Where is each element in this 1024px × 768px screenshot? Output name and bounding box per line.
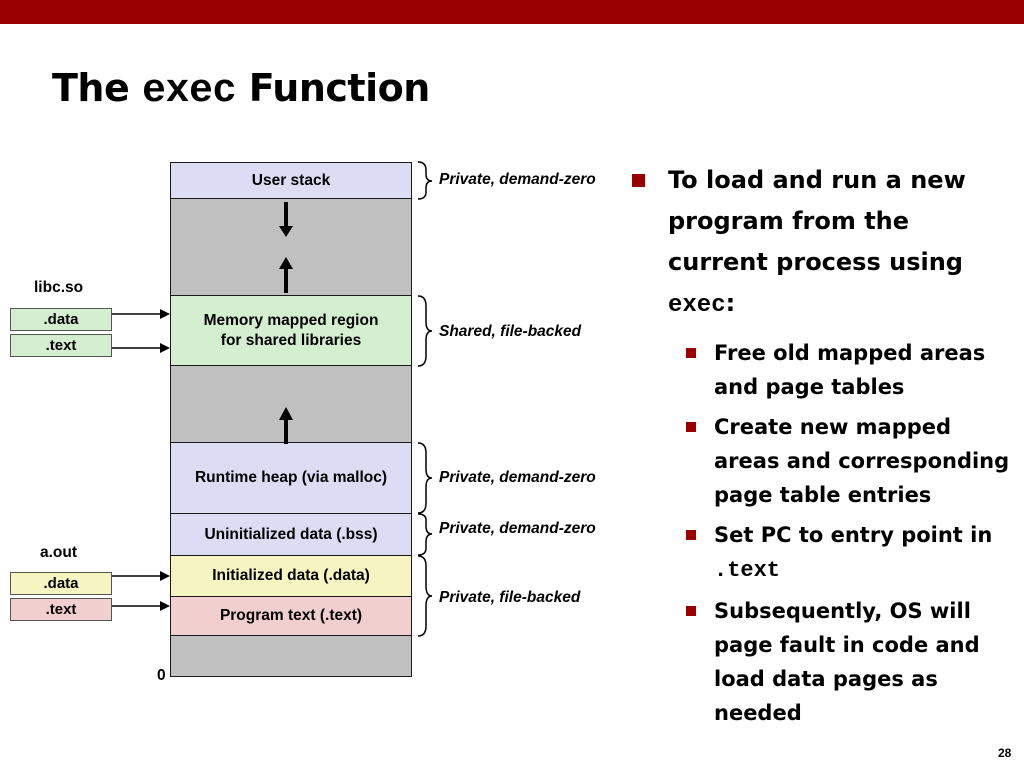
segment-heap-label: Runtime heap (via malloc) [194,469,388,486]
sub-bullet-4-text: Subsequently, OS will page fault in code… [714,599,980,725]
segment-bss: Uninitialized data (.bss) [170,513,412,556]
sub-bullet-3-code: .text [714,558,781,583]
sub-bullet-square-icon [686,348,696,358]
slide-title: The exec Function [52,66,430,114]
segment-text: Program text (.text) [170,596,412,636]
sub-bullet-4: Subsequently, OS will page fault in code… [664,594,1017,730]
segment-text-label: Program text (.text) [219,607,363,624]
title-prefix: The [52,66,130,110]
libc-label: libc.so [34,279,84,296]
bullet-square-icon [632,174,645,187]
libc-data-box: .data [10,308,112,331]
aout-data-box: .data [10,572,112,595]
annotation-bss: Private, demand-zero [439,520,596,537]
main-bullet-suffix: : [725,289,736,317]
annotation-stack: Private, demand-zero [439,171,596,188]
sub-bullet-3: Set PC to entry point in .text [664,518,1017,588]
segment-data-label: Initialized data (.data) [212,567,370,584]
top-accent-bar [0,0,1024,24]
sub-bullet-1: Free old mapped areas and page tables [664,336,1017,404]
aout-text-box: .text [10,598,112,621]
segment-shared-libraries-line2: for shared libraries [220,331,362,349]
brace-shared [417,295,433,367]
brace-heap [417,442,433,514]
main-bullet-code: exec [668,292,726,319]
annotation-data-text: Private, file-backed [439,589,581,606]
bullet-list: To load and run a new program from the c… [632,160,1017,730]
sub-bullet-square-icon [686,530,696,540]
brace-data-text [417,555,433,637]
segment-shared-libraries: Memory mapped region for shared librarie… [170,295,412,366]
sub-bullet-3-text: Set PC to entry point in [714,523,993,547]
sub-bullet-square-icon [686,606,696,616]
segment-shared-libraries-line1: Memory mapped region [203,311,379,329]
sub-bullet-2-text: Create new mapped areas and correspondin… [714,415,1010,507]
gap-bottom [170,635,412,677]
brace-stack [417,161,433,200]
libc-text-box: .text [10,334,112,357]
segment-user-stack: User stack [170,162,412,199]
main-bullet-text: To load and run a new program from the c… [668,166,966,276]
segment-bss-label: Uninitialized data (.bss) [204,525,378,543]
title-suffix: Function [248,66,431,110]
annotation-heap: Private, demand-zero [439,469,596,486]
segment-data: Initialized data (.data) [170,555,412,597]
sub-bullet-2: Create new mapped areas and correspondin… [664,410,1017,512]
sub-bullet-square-icon [686,422,696,432]
gap-stack [170,198,412,296]
title-code: exec [141,69,237,114]
sub-bullet-1-text: Free old mapped areas and page tables [714,341,986,399]
brace-bss [417,513,433,556]
address-zero-label: 0 [157,667,166,684]
segment-user-stack-label: User stack [251,171,331,189]
main-bullet: To load and run a new program from the c… [632,160,1017,326]
annotation-shared: Shared, file-backed [439,323,582,340]
page-number: 28 [998,746,1012,760]
segment-heap: Runtime heap (via malloc) [170,442,412,514]
aout-label: a.out [40,544,78,561]
gap-heap [170,365,412,443]
